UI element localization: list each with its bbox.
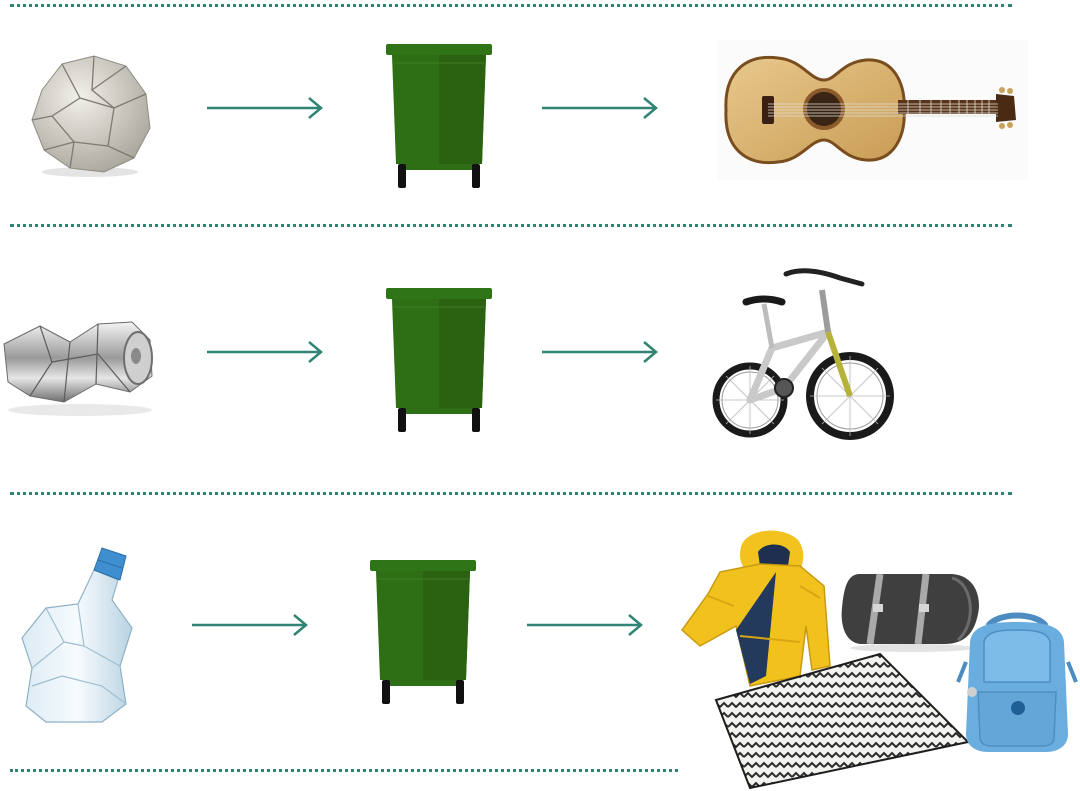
yellow-jacket-icon xyxy=(680,530,831,687)
arrow-to-bin-3 xyxy=(192,614,308,636)
arrow-to-product-3 xyxy=(527,614,643,636)
crumpled-paper-icon xyxy=(31,55,151,177)
acoustic-guitar-icon xyxy=(718,40,1028,180)
row-divider-top xyxy=(10,4,1012,7)
arrow-to-product-2 xyxy=(542,341,658,363)
blue-backpack-icon xyxy=(956,612,1078,752)
green-recycling-bin-icon xyxy=(386,288,492,432)
crushed-plastic-bottle-icon xyxy=(21,547,133,723)
green-recycling-bin-icon xyxy=(386,44,492,188)
arrow-to-bin-1 xyxy=(207,97,323,119)
sleeping-bag-icon xyxy=(841,573,979,652)
row-divider-1 xyxy=(10,224,1012,227)
bicycle-icon xyxy=(712,268,894,440)
row-divider-2 xyxy=(10,492,1012,495)
crushed-can-icon xyxy=(3,321,153,416)
arrow-to-product-1 xyxy=(542,97,658,119)
woven-rug-icon xyxy=(714,652,971,790)
arrow-to-bin-2 xyxy=(207,341,323,363)
row-divider-bottom xyxy=(10,769,678,772)
green-recycling-bin-icon xyxy=(370,560,476,704)
